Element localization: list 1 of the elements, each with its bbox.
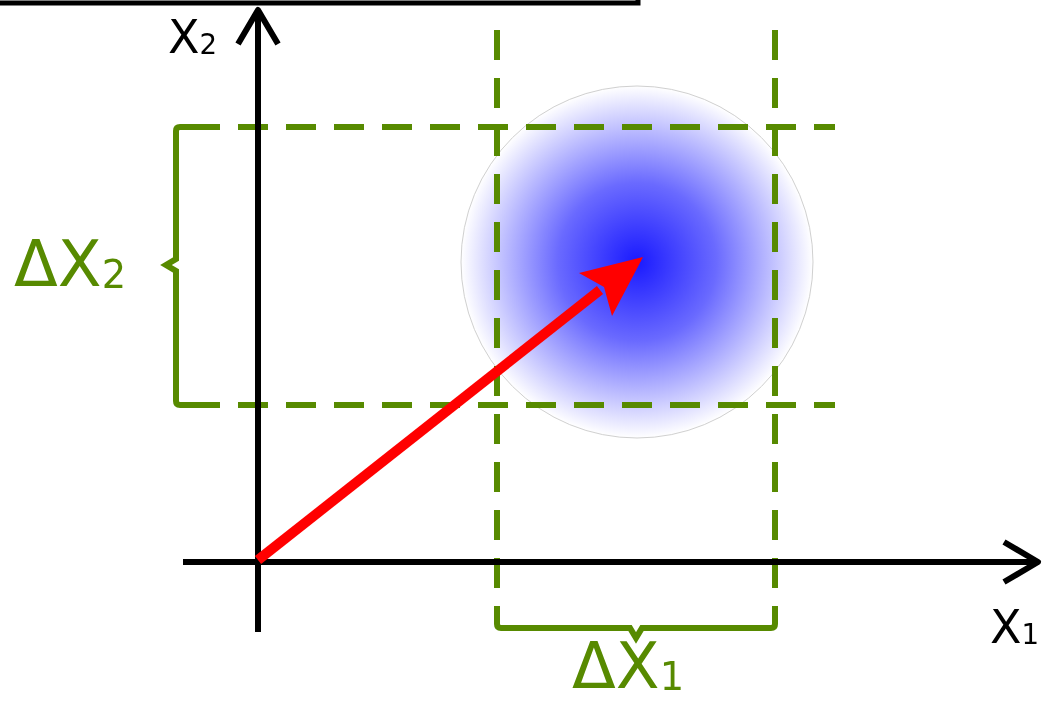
- gaussian-blob: [460, 85, 814, 439]
